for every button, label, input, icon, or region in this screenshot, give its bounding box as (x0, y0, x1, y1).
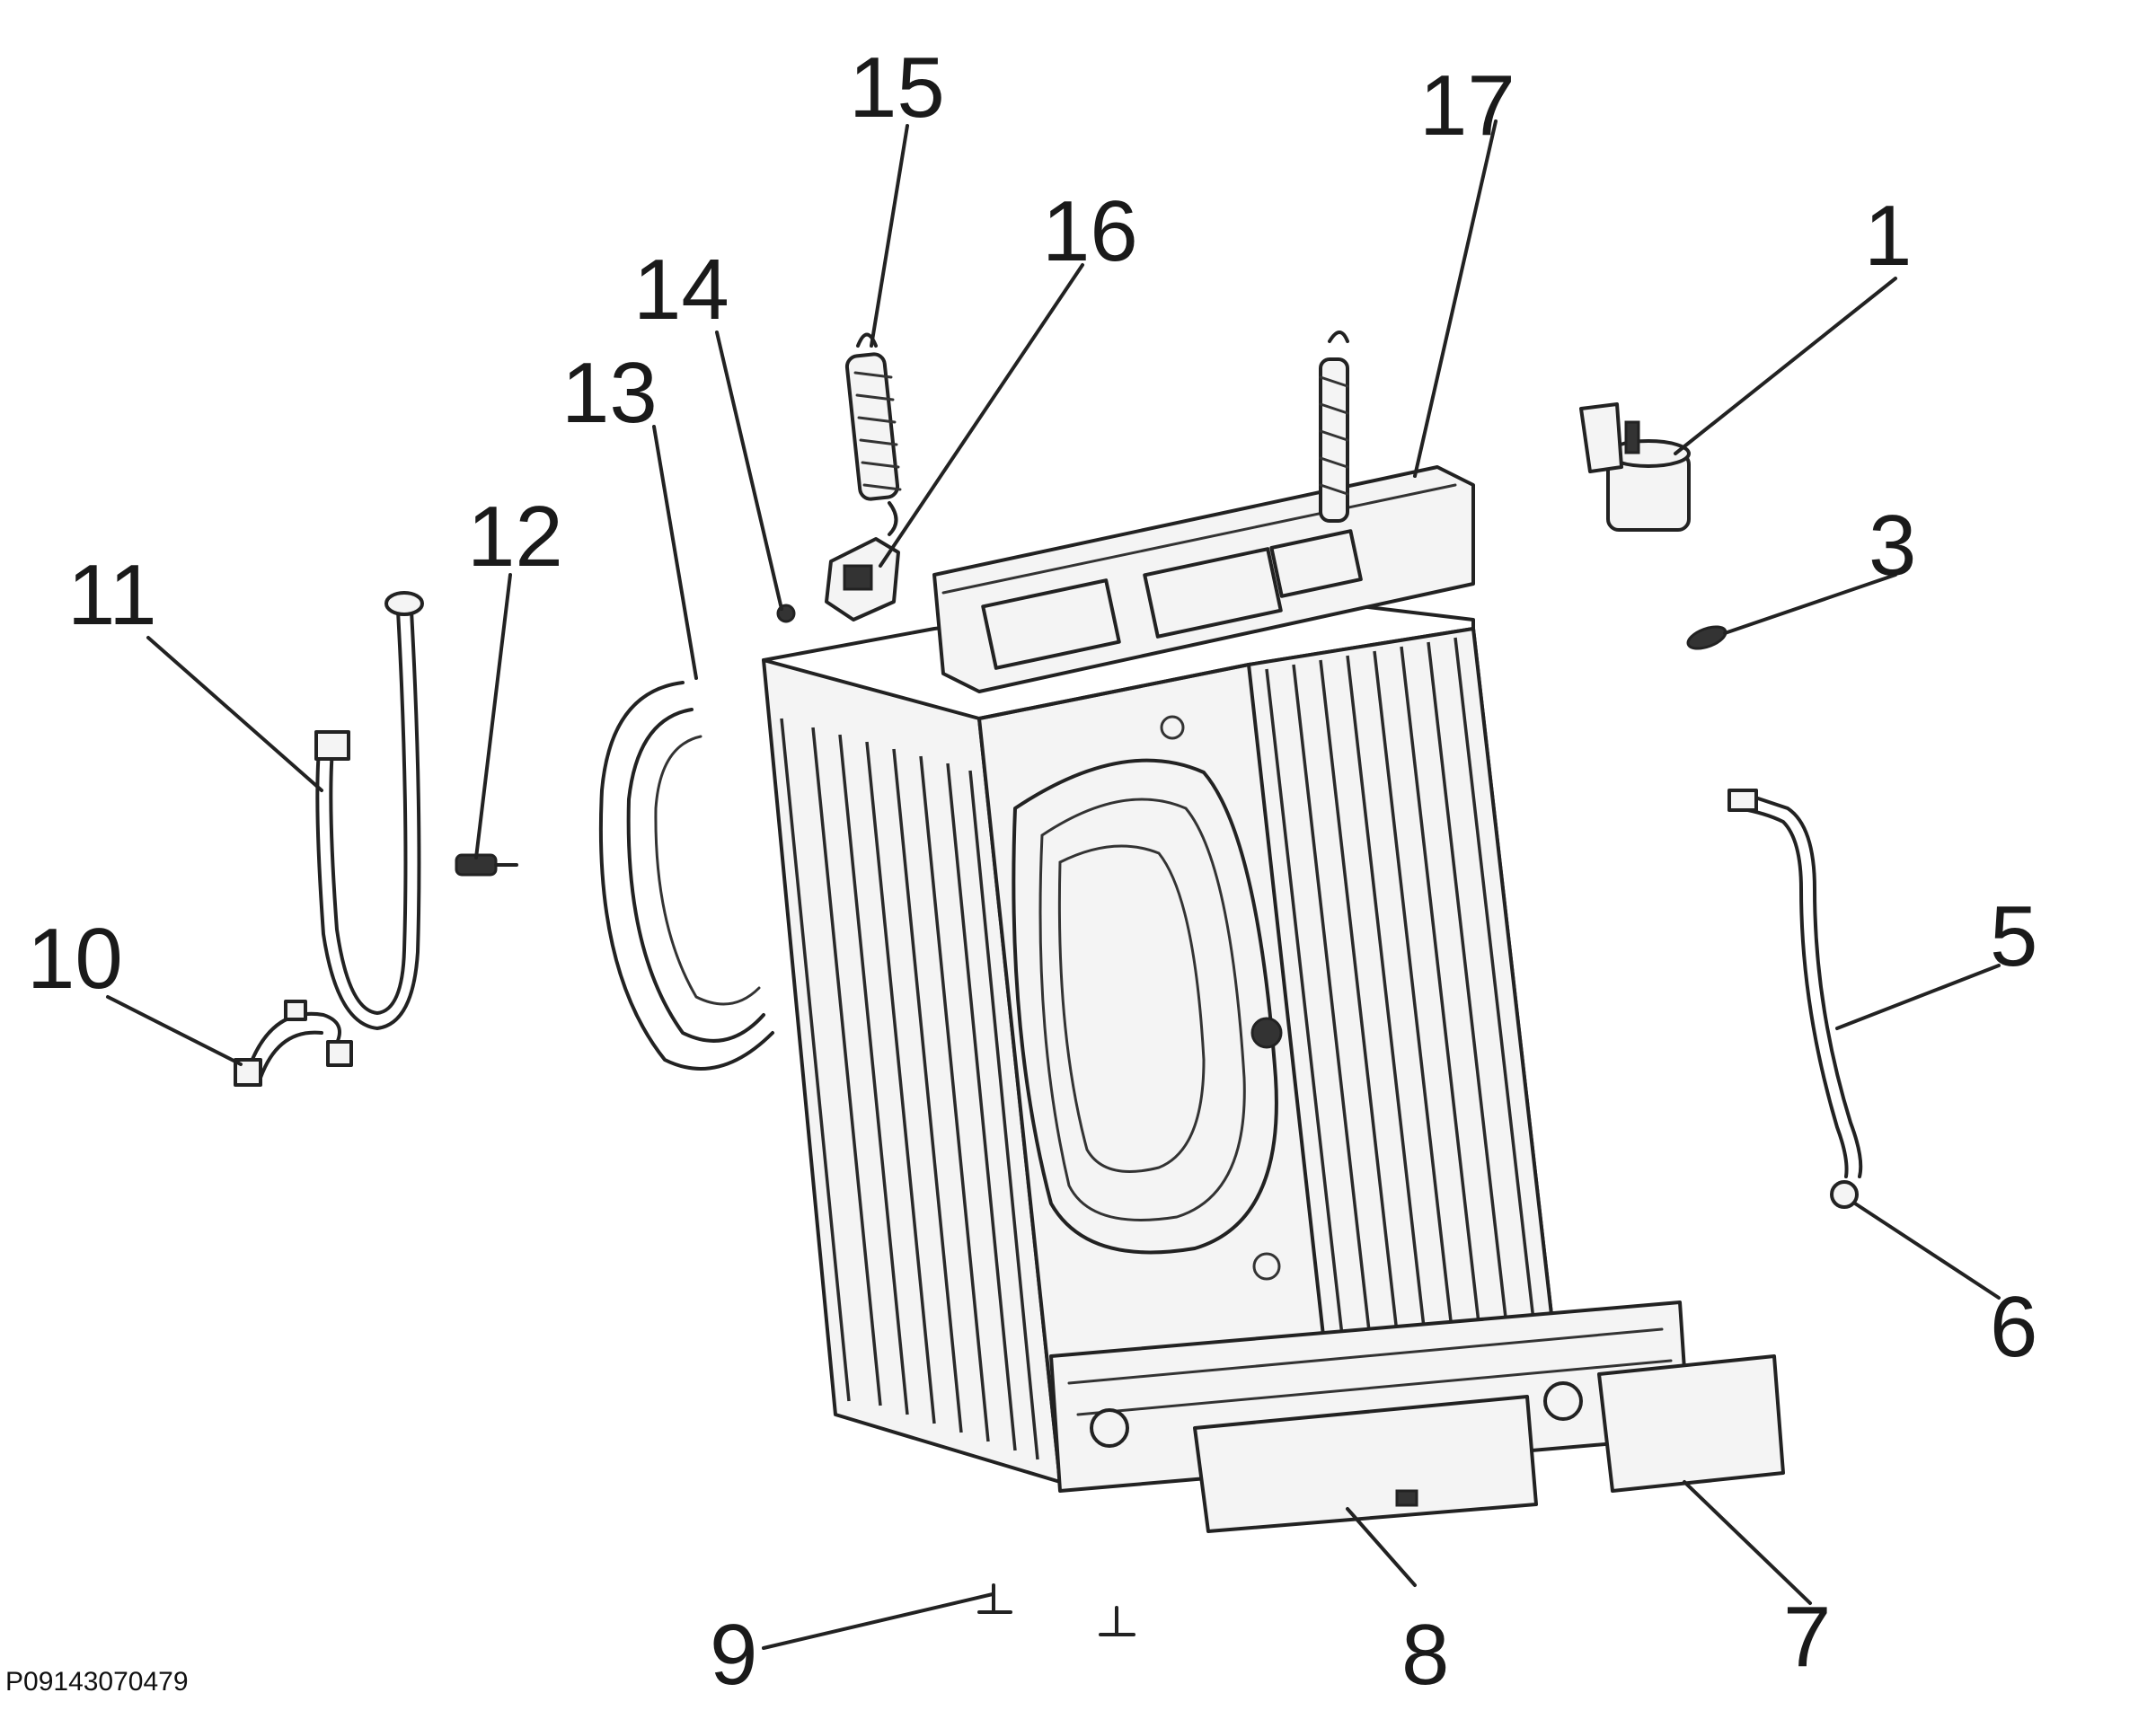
foot-screw (977, 1583, 1135, 1636)
capacitor-part (1579, 402, 1691, 532)
label-10: 10 (27, 911, 123, 1007)
inlet-hose (314, 591, 424, 1030)
label-13: 13 (561, 345, 658, 441)
part-labels: 1 3 5 6 7 8 9 10 11 12 13 14 15 16 17 (27, 40, 2037, 1703)
label-11: 11 (67, 547, 157, 643)
label-3: 3 (1869, 498, 1916, 594)
label-6: 6 (1990, 1279, 2037, 1375)
label-7: 7 (1783, 1589, 1831, 1685)
inlet-connector (455, 853, 518, 877)
kick-plate-right (1597, 1354, 1785, 1493)
label-9: 9 (710, 1607, 757, 1703)
top-crossbar (932, 465, 1475, 693)
kick-plate-clip (1395, 1489, 1418, 1507)
suspension-spring-right (1319, 331, 1349, 523)
door-seal-ring (598, 681, 774, 1071)
reference-code: P09143070479 (5, 1667, 189, 1697)
label-15: 15 (849, 40, 945, 136)
label-8: 8 (1401, 1607, 1449, 1703)
bracket-part (825, 537, 900, 622)
drain-hose (1727, 789, 1863, 1178)
label-12: 12 (467, 489, 563, 585)
label-16: 16 (1042, 183, 1138, 279)
label-5: 5 (1990, 888, 2037, 984)
label-14: 14 (633, 242, 729, 338)
label-1: 1 (1864, 188, 1912, 284)
leader-lines (106, 119, 2001, 1650)
suspension-spring (844, 332, 902, 536)
screw-part-3 (1686, 625, 1727, 650)
label-17: 17 (1419, 57, 1515, 154)
kick-plate-center (1193, 1395, 1538, 1533)
cabinet-body (762, 591, 1556, 1484)
hose-clamp (1830, 1180, 1859, 1209)
y-connector (234, 1000, 353, 1087)
